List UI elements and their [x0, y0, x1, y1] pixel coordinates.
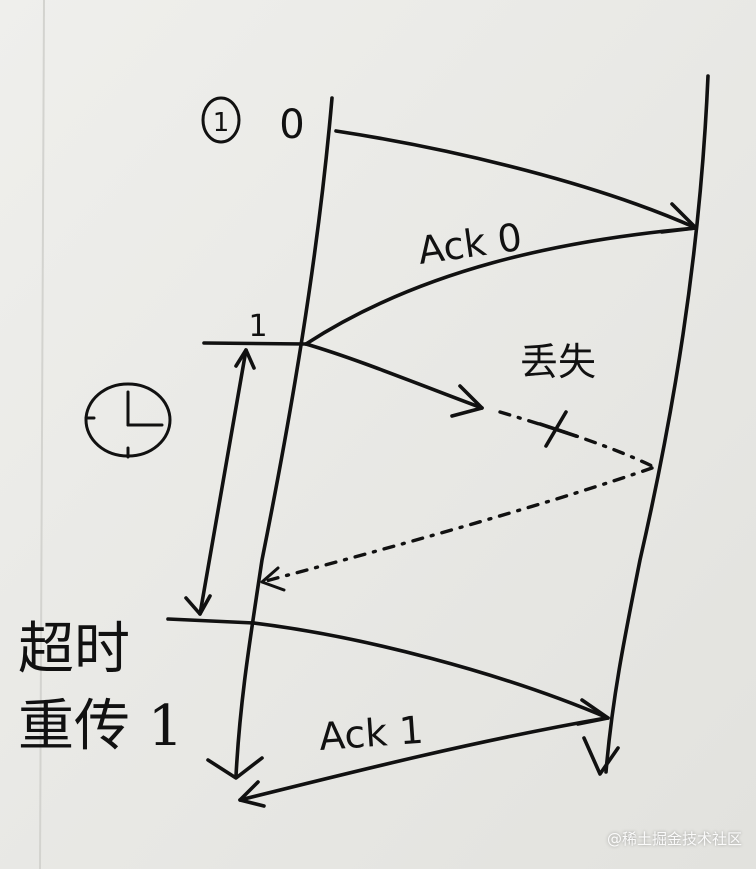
retransmit-label: 重传 1 — [18, 694, 183, 759]
retransmit-send-tick — [166, 617, 256, 625]
step-marker: 1 — [213, 108, 230, 138]
packet-1-arrow — [304, 342, 484, 410]
ack-1-arrowhead — [238, 780, 266, 808]
timer-interval-line — [198, 348, 248, 616]
receiver-timeline-arrowhead — [582, 736, 620, 776]
packet-0-arrow — [334, 129, 698, 230]
loss-cross-icon — [538, 410, 578, 448]
lost-path-dotted — [498, 410, 654, 468]
timeout-return-arrowhead — [260, 566, 286, 592]
timer-interval-top-arrowhead — [234, 348, 256, 370]
step-marker-circle: 1 — [201, 96, 241, 144]
packet-1-arrowhead — [450, 384, 484, 418]
packet-0-label: 0 — [279, 102, 304, 148]
page-fold-line — [39, 0, 45, 869]
receiver-timeline — [604, 74, 710, 774]
sender-timeline — [234, 96, 334, 778]
ack-1-label: Ack 1 — [318, 708, 425, 759]
ack-0-arrow — [304, 226, 698, 346]
timeout-label: 超时 — [18, 617, 130, 682]
retransmit-arrow — [252, 621, 610, 720]
watermark: @稀土掘金技术社区 — [606, 830, 742, 848]
loss-label: 丢失 — [520, 340, 596, 384]
packet-1-label: 1 — [248, 309, 267, 344]
packet-1-send-tick — [202, 341, 308, 346]
timeout-return-dotted — [260, 466, 654, 584]
clock-icon — [84, 382, 172, 459]
sender-timeline-arrowhead — [206, 756, 264, 780]
timer-interval-bottom-arrowhead — [184, 594, 212, 616]
ack-1-arrow — [238, 716, 608, 802]
